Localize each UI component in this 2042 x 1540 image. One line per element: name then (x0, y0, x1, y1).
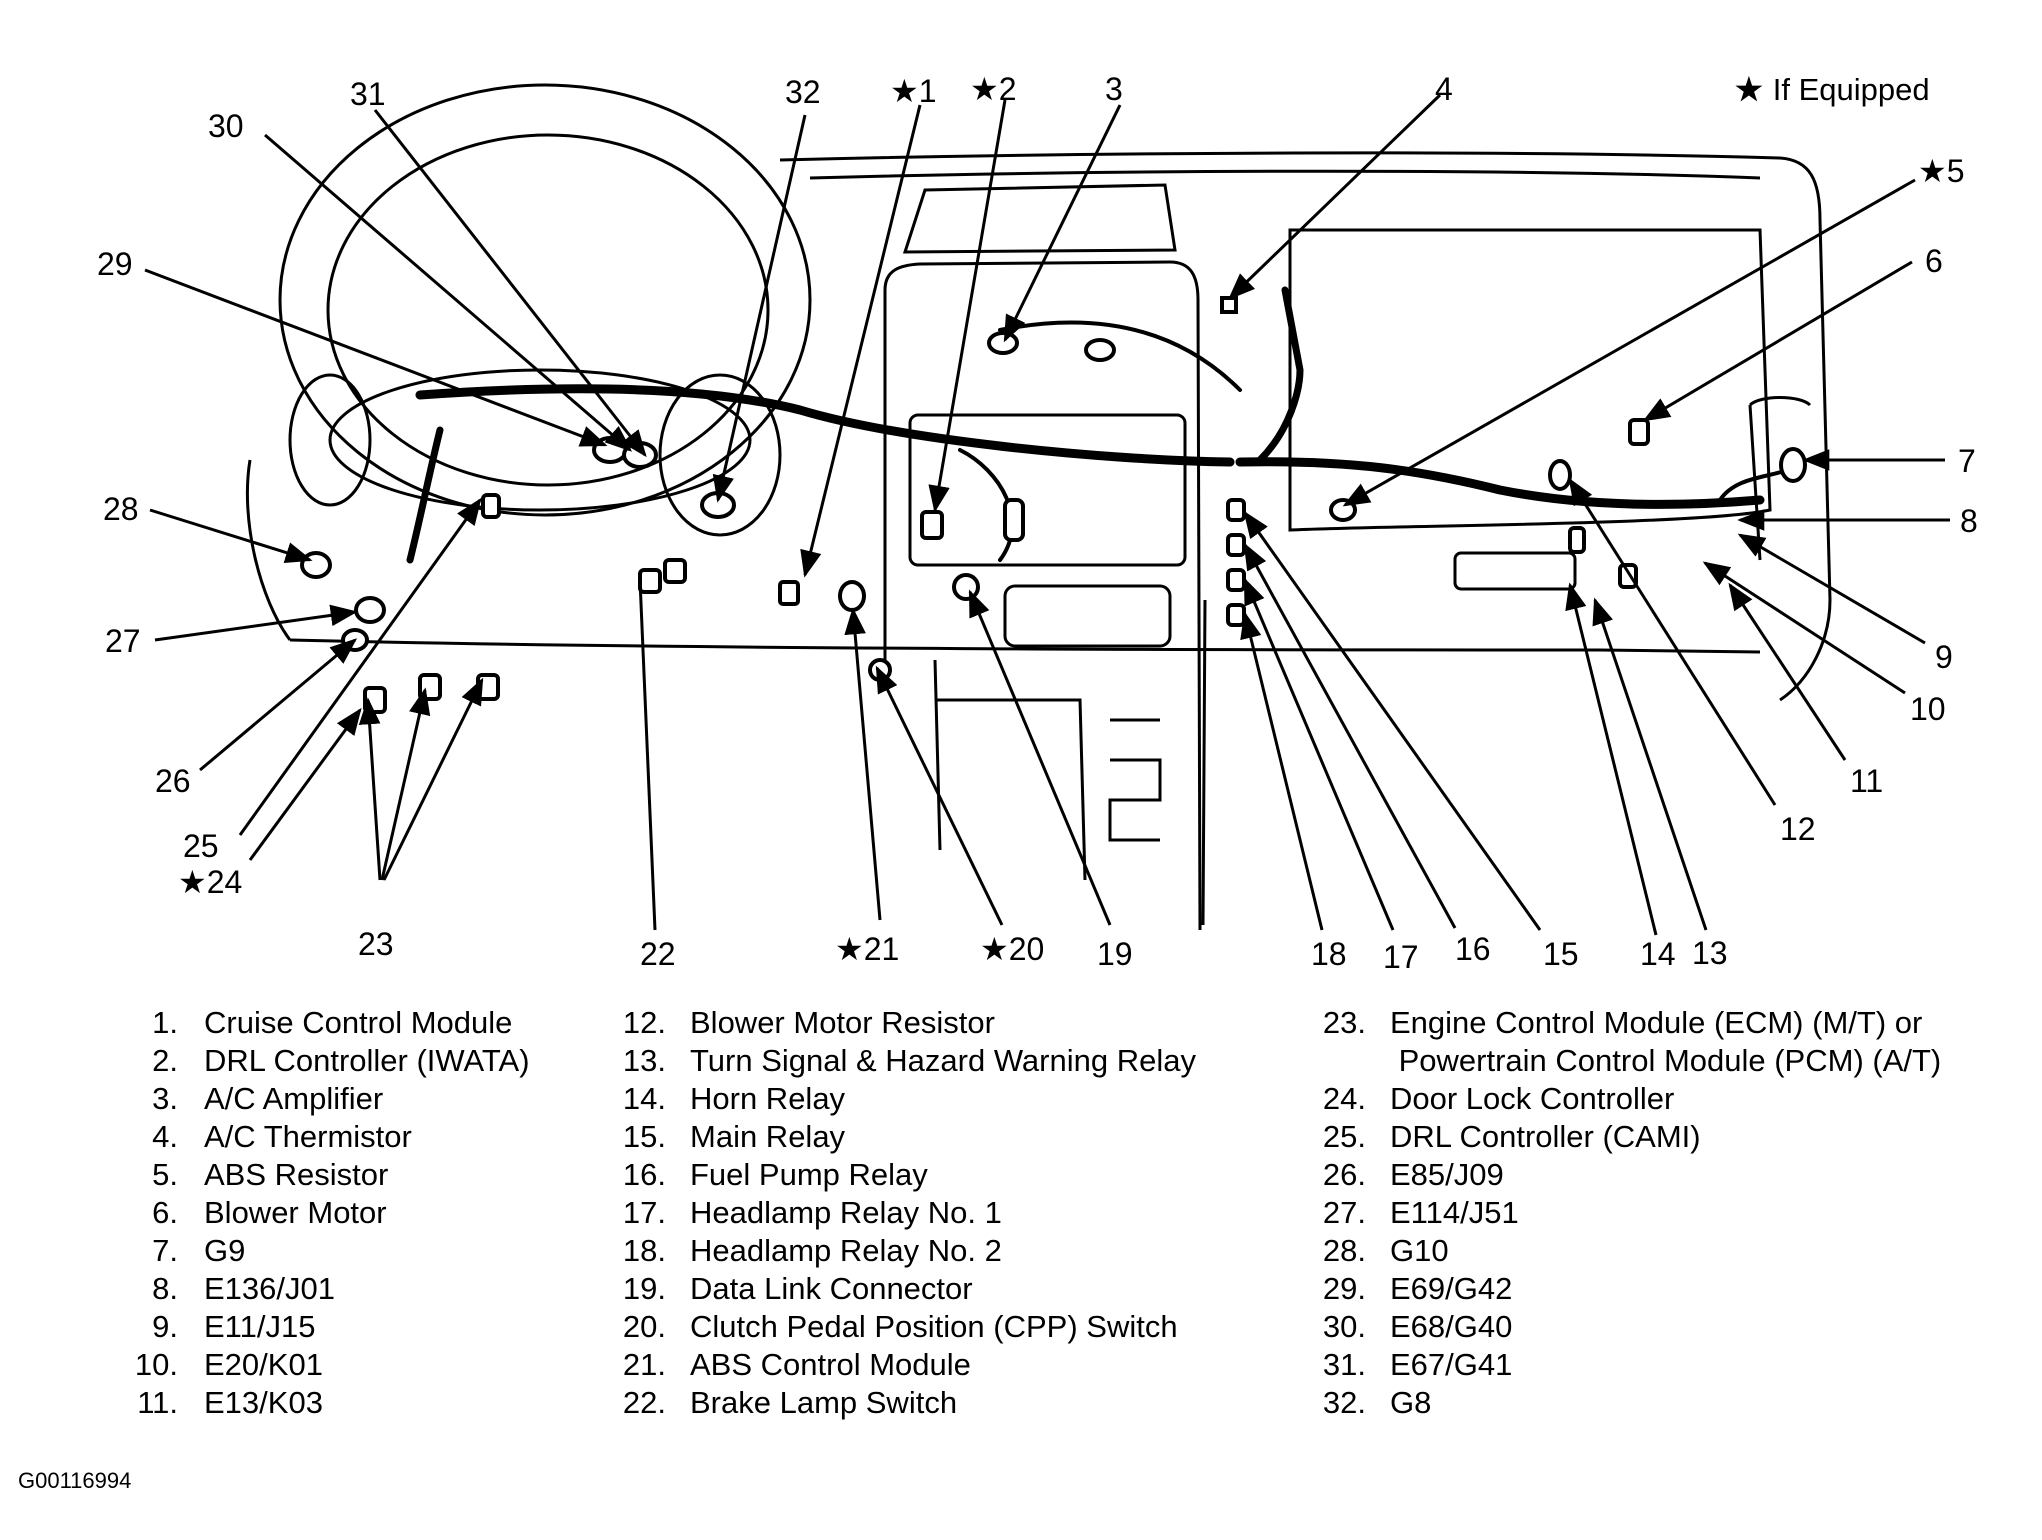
callout-29: 29 (97, 246, 133, 282)
legend-column-3: 23.Engine Control Module (ECM) (M/T) or … (1318, 1004, 1941, 1422)
legend-item: 25.DRL Controller (CAMI) (1322, 1119, 1701, 1154)
legend-item: 4.A/C Thermistor (152, 1119, 412, 1154)
console (935, 698, 1162, 881)
callout-15: 15 (1543, 936, 1579, 972)
dash-top (779, 151, 1832, 702)
callout-3: 3 (1105, 71, 1123, 107)
leader-lines (144, 93, 1950, 936)
center-stack (883, 260, 1202, 931)
legend-item: 6.Blower Motor (152, 1195, 387, 1230)
callout-22: 22 (640, 936, 676, 972)
steering-wheel-outer (278, 83, 812, 517)
callout-18: 18 (1311, 936, 1347, 972)
dashboard-diagram: ★1 ★2 3 4 ★5 6 7 8 9 10 11 12 13 14 15 1… (97, 71, 1978, 975)
callout-labels: ★1 ★2 3 4 ★5 6 7 8 9 10 11 12 13 14 15 1… (97, 71, 1978, 975)
dashboard-outline (245, 83, 1832, 931)
callout-32: 32 (785, 74, 821, 110)
legend-item: 28.G10 (1322, 1233, 1449, 1268)
callout-2: ★2 (970, 71, 1016, 107)
callout-11: 11 (1850, 763, 1883, 799)
callout-25: 25 (183, 828, 219, 864)
dash-lower-left (245, 459, 292, 641)
legend-item: 14.Horn Relay (622, 1081, 846, 1116)
legend-item: 2.DRL Controller (IWATA) (152, 1043, 530, 1078)
wiring-harness (406, 286, 1802, 564)
center-stack-left (883, 290, 942, 851)
legend-item: 16.Fuel Pump Relay (622, 1157, 928, 1192)
callout-16: 16 (1455, 931, 1491, 967)
legend-item: 8.E136/J01 (152, 1271, 335, 1306)
legend-item: 18.Headlamp Relay No. 2 (622, 1233, 1002, 1268)
if-equipped-label: If Equipped (1772, 72, 1930, 107)
callout-13: 13 (1692, 935, 1728, 971)
legend-item: 29.E69/G42 (1322, 1271, 1513, 1306)
legend-item: 26.E85/J09 (1322, 1157, 1504, 1192)
callout-20: ★20 (980, 931, 1044, 967)
legend-item: 11.E13/K03 (137, 1385, 323, 1420)
callout-4: 4 (1435, 71, 1453, 107)
legend-item: 27.E114/J51 (1322, 1195, 1519, 1230)
callout-12: 12 (1780, 811, 1816, 847)
legend-item: 31.E67/G41 (1322, 1347, 1513, 1382)
callout-9: 9 (1935, 639, 1953, 675)
legend-item: 9.E11/J15 (152, 1309, 316, 1344)
callout-30: 30 (208, 108, 244, 144)
star-icon: ★ (1735, 72, 1763, 107)
legend-item: 12.Blower Motor Resistor (622, 1005, 995, 1040)
callout-6: 6 (1925, 243, 1943, 279)
legend-item: 19.Data Link Connector (622, 1271, 973, 1306)
callout-26: 26 (155, 763, 191, 799)
callout-19: 19 (1097, 936, 1133, 972)
legend-item: 15.Main Relay (622, 1119, 846, 1154)
callout-28: 28 (103, 491, 139, 527)
legend-item: 30.E68/G40 (1322, 1309, 1513, 1344)
callout-31: 31 (350, 76, 386, 112)
legend-item: 24.Door Lock Controller (1322, 1081, 1675, 1116)
legend-item: 13.Turn Signal & Hazard Warning Relay (622, 1043, 1196, 1078)
callout-8: 8 (1960, 503, 1978, 539)
legend-item: 20.Clutch Pedal Position (CPP) Switch (622, 1309, 1178, 1344)
dash-top-2 (809, 169, 1761, 180)
legend-item: 5.ABS Resistor (152, 1157, 389, 1192)
glovebox (1288, 228, 1772, 532)
instrument-cluster (328, 368, 752, 512)
legend-item-continuation: Powertrain Control Module (PCM) (A/T) (1390, 1043, 1942, 1078)
legend-item: 3.A/C Amplifier (152, 1081, 384, 1116)
figure-id: G00116994 (18, 1468, 132, 1493)
callout-23: 23 (358, 926, 394, 962)
dash-bottom (289, 638, 1761, 654)
legend-item: 17.Headlamp Relay No. 1 (622, 1195, 1002, 1230)
legend-item: 22.Brake Lamp Switch (622, 1385, 958, 1420)
legend-item: 10.E20/K01 (134, 1347, 323, 1382)
legend-item: 7.G9 (152, 1233, 246, 1268)
steering-hub (658, 373, 782, 537)
callout-5: ★5 (1918, 153, 1964, 189)
lower-tray (1003, 584, 1172, 648)
legend-item: 32.G8 (1322, 1385, 1432, 1420)
callout-17: 17 (1383, 939, 1419, 975)
radio-opening (908, 413, 1187, 567)
if-equipped-note: ★ If Equipped (1735, 72, 1930, 108)
callout-1: ★1 (890, 73, 936, 109)
steering-wheel-inner (326, 133, 770, 487)
legend-item: 23.Engine Control Module (ECM) (M/T) or (1322, 1005, 1923, 1040)
callout-7: 7 (1958, 443, 1976, 479)
display-window (902, 183, 1177, 254)
callout-24: ★24 (178, 864, 242, 900)
callout-21: ★21 (835, 931, 899, 967)
legend-column-2: 12.Blower Motor Resistor 13.Turn Signal … (618, 1004, 1196, 1422)
legend-item: 1.Cruise Control Module (152, 1005, 513, 1040)
legend-item: 21.ABS Control Module (622, 1347, 971, 1382)
legend-column-1: 1.Cruise Control Module 2.DRL Controller… (130, 1004, 530, 1422)
left-vent (288, 373, 372, 507)
glovebox-handle (1453, 551, 1577, 591)
callout-10: 10 (1910, 691, 1946, 727)
callout-27: 27 (105, 623, 141, 659)
callout-14: 14 (1640, 936, 1676, 972)
